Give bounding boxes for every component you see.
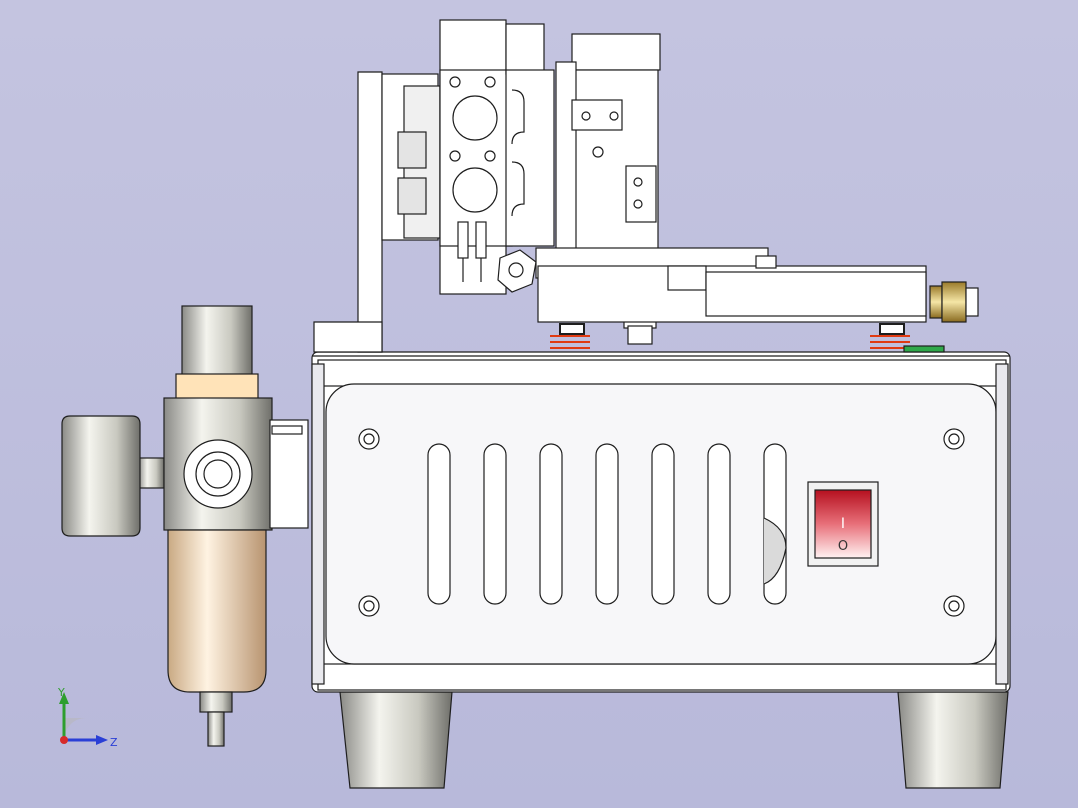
hex-nut [497,249,537,293]
foot-left [339,691,453,789]
z-axis-arrow [96,735,108,745]
green-strip [903,345,945,353]
z-axis-label: Z [110,736,118,749]
panel-screws [358,428,965,617]
cylinder-block [439,19,555,295]
vent-slots [427,443,787,605]
pressure-gauge-icon [61,415,165,537]
spring-icon [550,323,910,349]
push-fitting-icon [929,281,979,323]
switch-on-symbol: I [841,516,845,532]
y-axis-arrow [59,692,69,704]
filter-regulator [61,305,309,747]
support-bracket [313,71,441,353]
y-axis-label: Y [57,686,65,699]
switch-off-symbol: O [838,539,848,554]
coordinate-triad-icon: Y Z [40,680,130,760]
rocker-switch-icon: I O [807,481,879,567]
foot-right [897,691,1009,789]
x-axis-dot [60,736,68,744]
horizontal-cylinder [535,247,927,323]
